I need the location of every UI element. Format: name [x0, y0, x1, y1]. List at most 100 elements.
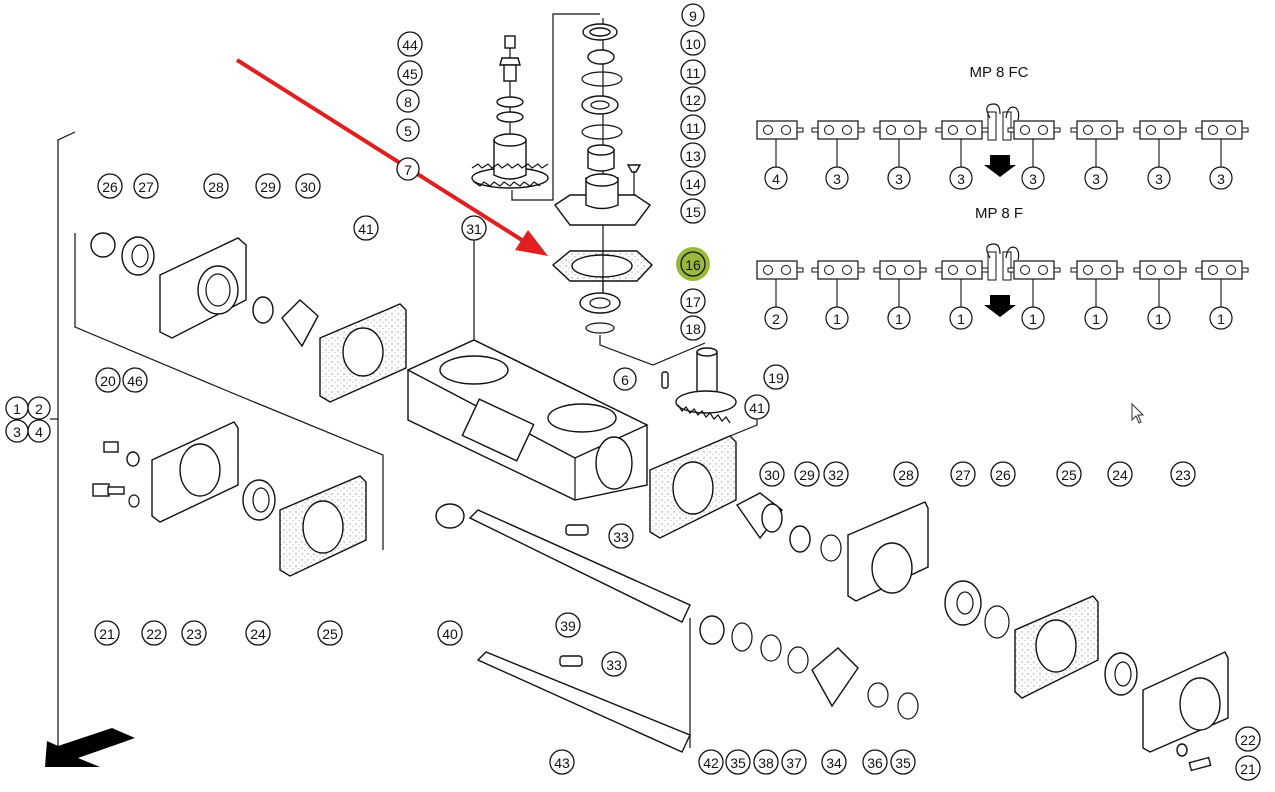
- callout-circle: [122, 367, 148, 393]
- callout-circle: [1235, 726, 1261, 752]
- part-callout-25: 25: [1056, 461, 1082, 487]
- callout-circle: [990, 461, 1016, 487]
- chain-unit-label: 1: [1155, 311, 1163, 327]
- part-callout-23: 23: [181, 620, 207, 646]
- chain-unit: 1: [873, 260, 927, 330]
- callout-label: 23: [1175, 467, 1191, 483]
- callout-circle: [396, 118, 420, 142]
- part-callout-24: 24: [1107, 461, 1133, 487]
- callout-circle: [95, 367, 121, 393]
- mouse-cursor-icon: [1131, 402, 1145, 424]
- part-callout-5: 5: [396, 118, 420, 142]
- callout-label: 45: [402, 66, 418, 82]
- callout-circle: [255, 173, 281, 199]
- part-callout-13: 13: [680, 142, 706, 168]
- part-callout-11: 11: [680, 59, 706, 85]
- chain-unit: 1: [1070, 260, 1124, 330]
- callout-circle: [680, 315, 706, 341]
- callout-circle: [94, 620, 120, 646]
- callout-circle: [890, 749, 916, 775]
- part-callout-29: 29: [255, 173, 281, 199]
- callout-circle: [397, 31, 423, 57]
- down-arrow-icon: [984, 295, 1016, 317]
- callout-label: 36: [867, 755, 883, 771]
- callout-circle: [680, 251, 706, 277]
- callout-label: 46: [127, 373, 143, 389]
- part-callout-22: 22: [141, 620, 167, 646]
- callout-label: 11: [686, 65, 701, 81]
- callout-label: 30: [764, 467, 780, 483]
- chain-unit: 3: [811, 120, 865, 190]
- part-callout-34: 34: [821, 749, 847, 775]
- chain-unit: 4: [756, 120, 804, 190]
- part-callout-33: 33: [608, 523, 634, 549]
- part-callout-46: 46: [122, 367, 148, 393]
- right-gasket-41: [649, 413, 758, 539]
- part-callout-9: 9: [681, 3, 705, 27]
- part-callout-35: 35: [725, 749, 751, 775]
- part-callout-42: 42: [698, 749, 724, 775]
- part-callout-28: 28: [893, 461, 919, 487]
- callout-circle: [698, 749, 724, 775]
- assembly-bracket: [50, 131, 76, 765]
- callout-circle: [397, 60, 423, 86]
- callout-label: 33: [613, 529, 629, 545]
- part-callout-39: 39: [555, 612, 581, 638]
- callout-circle: [181, 620, 207, 646]
- part-callout-38: 38: [753, 749, 779, 775]
- callout-label: 40: [442, 626, 458, 642]
- chain-unit-label: 1: [957, 311, 965, 327]
- chain-unit: 1: [935, 260, 989, 330]
- lower-vertical-parts: [579, 292, 737, 424]
- part-callout-15: 15: [680, 198, 706, 224]
- chain-unit-label: 1: [833, 311, 841, 327]
- callout-circle: [317, 620, 343, 646]
- part-callout-40: 40: [437, 620, 463, 646]
- part-callout-27: 27: [133, 173, 159, 199]
- part-callout-7: 7: [396, 157, 420, 181]
- chain-unit-label: 3: [1217, 171, 1225, 187]
- chain-unit-label: 4: [772, 171, 780, 187]
- callout-circle: [680, 288, 706, 314]
- chain-unit: 3: [935, 120, 989, 190]
- callout-circle: [141, 620, 167, 646]
- callout-label: 22: [1240, 732, 1256, 748]
- callout-circle: [680, 114, 706, 140]
- callout-circle: [27, 419, 51, 443]
- callout-label: 15: [685, 204, 701, 220]
- part-callout-26: 26: [990, 461, 1016, 487]
- callout-label: 10: [685, 36, 701, 52]
- callout-circle: [794, 461, 820, 487]
- chain-unit-label: 1: [895, 311, 903, 327]
- callout-circle: [823, 461, 849, 487]
- part-callout-30: 30: [295, 173, 321, 199]
- chain-unit: 1: [1195, 260, 1249, 330]
- callout-circle: [680, 142, 706, 168]
- shaft-assembly: [435, 503, 919, 753]
- center-plate: [987, 251, 997, 281]
- chain-unit-label: 3: [1092, 171, 1100, 187]
- callout-label: 9: [689, 8, 697, 24]
- callout-circle: [295, 173, 321, 199]
- callout-label: 38: [758, 755, 774, 771]
- part-callout-28: 28: [203, 173, 229, 199]
- callout-circle: [680, 198, 706, 224]
- callout-label: 13: [685, 148, 701, 164]
- chain-unit-label: 3: [833, 171, 841, 187]
- callout-label: 30: [300, 179, 316, 195]
- callout-label: 35: [730, 755, 746, 771]
- part-callout-17: 17: [680, 288, 706, 314]
- part-callout-3: 3: [5, 419, 29, 443]
- center-plate: [1002, 251, 1012, 281]
- part-callout-21: 21: [1235, 755, 1261, 781]
- part-callout-44: 44: [397, 31, 423, 57]
- callout-label: 37: [786, 755, 802, 771]
- chain-unit: 3: [1195, 120, 1249, 190]
- part-callout-6: 6: [613, 367, 637, 391]
- callout-label: 29: [799, 467, 815, 483]
- chain-unit: 2: [756, 260, 804, 330]
- callout-circle: [555, 612, 581, 638]
- callout-circle: [601, 651, 627, 677]
- upper-bearing-stack: [553, 18, 652, 300]
